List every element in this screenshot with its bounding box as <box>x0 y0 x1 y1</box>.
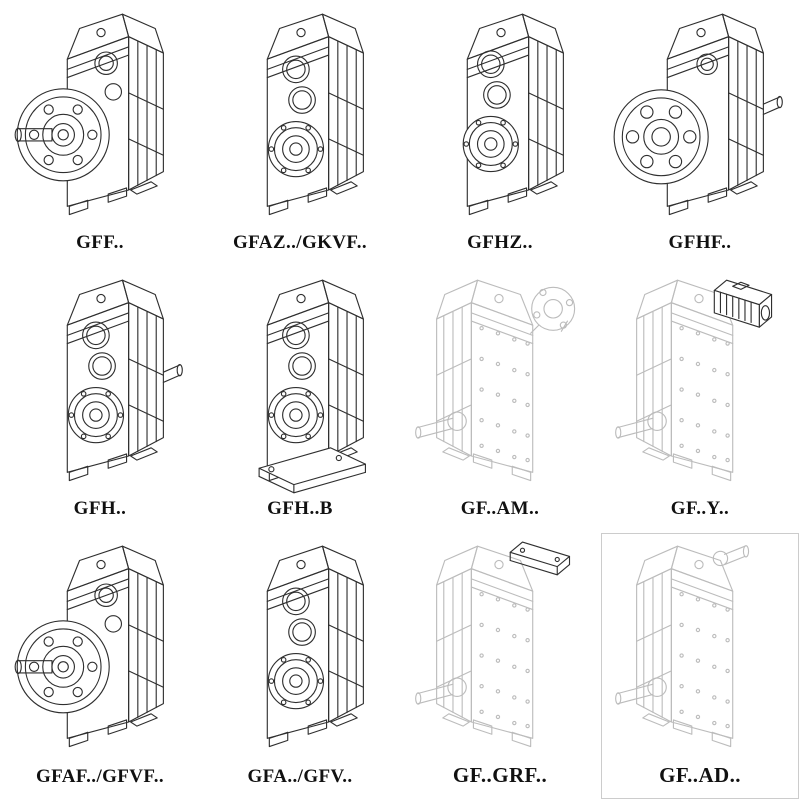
model-label-gf-am: GF..AM.. <box>460 498 540 519</box>
model-label-gf-y: GF..Y.. <box>670 498 730 519</box>
gearbox-drawing-gfa-gfv <box>266 545 364 748</box>
catalog-cell-gfaz-gkvf: GFAZ../GKVF.. <box>200 0 400 266</box>
model-label-gfaz-gkvf: GFAZ../GKVF.. <box>233 232 367 253</box>
model-label-gfaf-gfvf: GFAF../GFVF.. <box>35 766 164 787</box>
gearbox-body-mirrored <box>636 545 734 748</box>
electric-motor <box>713 279 773 328</box>
gearbox-drawing-gf-am <box>415 279 576 482</box>
catalog-cell-gfaf-gfvf: GFAF../GFVF.. <box>0 532 200 800</box>
catalog-cell-gf-ad: GF..AD.. <box>600 532 800 800</box>
bolt-dot-grid <box>479 326 530 463</box>
output-flange <box>613 53 783 185</box>
catalog-cell-gf-y: GF..Y.. <box>600 266 800 532</box>
catalog-cell-gfhf: GFHF.. <box>600 0 800 266</box>
gearbox-body <box>466 13 564 216</box>
gearbox-drawing-gf-y <box>615 279 773 482</box>
mounting-plate <box>509 541 571 576</box>
input-shaft-stub <box>162 363 183 383</box>
model-label-gfhf: GFHF.. <box>668 232 732 253</box>
gearbox-drawing-gfhz <box>462 13 564 216</box>
faded-gearbox-lines <box>415 279 576 482</box>
motor-lines <box>713 279 773 328</box>
gearbox-drawing-gfaz-gkvf <box>266 13 364 216</box>
model-label-gf-grf: GF..GRF.. <box>452 763 548 787</box>
gearbox-drawing-gfh <box>66 279 183 482</box>
bolt-dot-grid <box>679 592 730 729</box>
model-label-gf-ad: GF..AD.. <box>659 763 741 787</box>
gearbox-drawing-gf-grf <box>415 541 571 748</box>
gearbox-drawing-gfh-b <box>258 279 366 494</box>
gearbox-body <box>266 545 364 748</box>
catalog-cell-gfa-gfv: GFA../GFV.. <box>200 532 400 800</box>
mounting-plate-lines <box>509 541 571 576</box>
model-label-gfh: GFH.. <box>73 498 127 519</box>
faded-gearbox-lines <box>615 545 750 748</box>
bolt-dot-grid <box>479 592 530 729</box>
bolt-dot-grid <box>679 326 730 463</box>
catalog-cell-gf-grf: GF..GRF.. <box>400 532 600 800</box>
gearbox-body <box>266 13 364 216</box>
gearbox-drawing-gf-ad <box>615 545 750 748</box>
model-label-gfhz: GFHZ.. <box>467 232 533 253</box>
gearbox-body <box>266 279 364 482</box>
gearbox-drawing-gfhf <box>613 13 783 216</box>
faded-gearbox-lines <box>415 545 534 748</box>
gearbox-drawing-gff <box>14 13 164 216</box>
model-label-gff: GFF.. <box>76 232 124 253</box>
output-shaft <box>415 411 467 439</box>
model-label-gfa-gfv: GFA../GFV.. <box>247 766 353 787</box>
catalog-cell-gf-am: GF..AM.. <box>400 266 600 532</box>
catalog-cell-gfh-b: GFH..B <box>200 266 400 532</box>
output-flange-shaft <box>14 51 123 182</box>
output-shaft <box>415 677 467 705</box>
gearbox-drawing-gfaf-gfvf <box>14 545 164 748</box>
gearbox-body-mirrored <box>436 279 534 482</box>
output-shaft <box>615 411 667 439</box>
catalog-cell-gfh: GFH.. <box>0 266 200 532</box>
top-input-shaft <box>712 545 750 567</box>
output-shaft <box>615 677 667 705</box>
catalog-cell-gff: GFF.. <box>0 0 200 266</box>
gearbox-body <box>66 279 164 482</box>
gearbox-body-mirrored <box>436 545 534 748</box>
output-flange-shaft <box>14 583 123 714</box>
model-label-gfh-b: GFH..B <box>267 498 333 519</box>
motor-adapter-flange <box>530 286 576 334</box>
catalog-cell-gfhz: GFHZ.. <box>400 0 600 266</box>
